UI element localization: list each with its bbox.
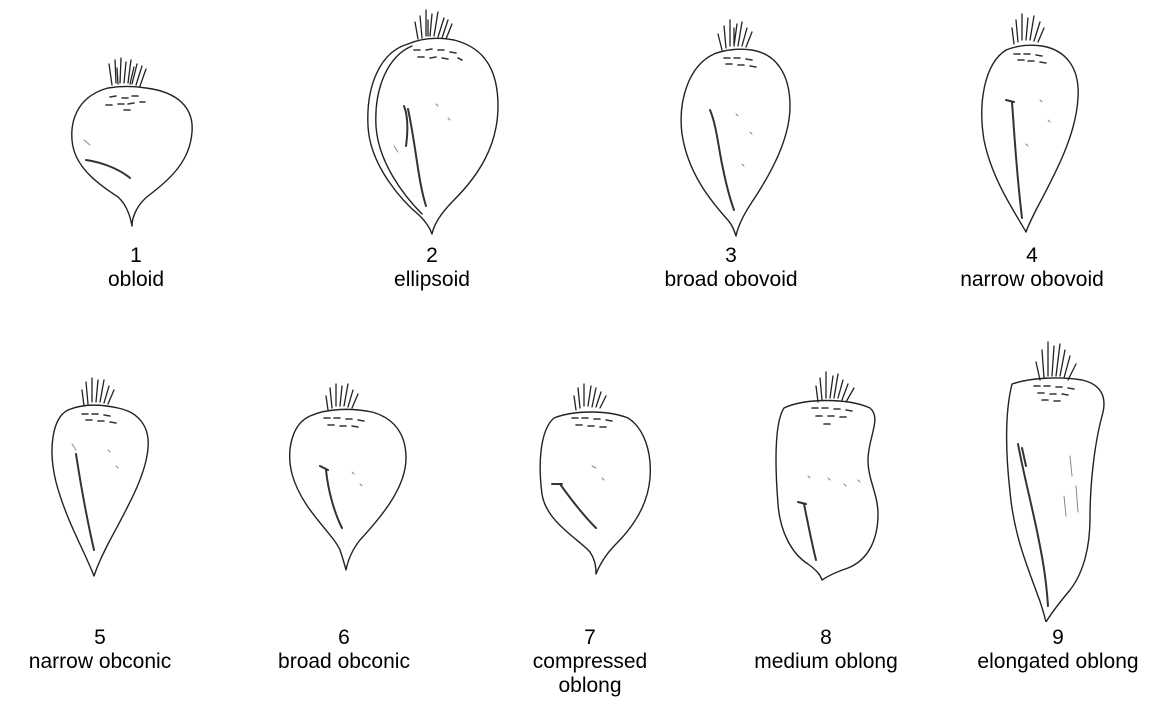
shape-number: 8 [706, 626, 946, 650]
shape-name: broad obconic [224, 650, 464, 674]
shape-label-2: 2 ellipsoid [312, 244, 552, 292]
shape-label-1: 1 obloid [16, 244, 256, 292]
shape-number: 6 [224, 626, 464, 650]
shape-name: ellipsoid [312, 268, 552, 292]
shape-label-6: 6 broad obconic [224, 626, 464, 674]
shape-label-5: 5 narrow obconic [0, 626, 220, 674]
shape-label-3: 3 broad obovoid [611, 244, 851, 292]
shape-name: narrow obovoid [912, 268, 1152, 292]
root-drawing-obloid [60, 50, 210, 235]
root-drawing-narrow-obconic [38, 370, 168, 580]
root-drawing-narrow-obovoid [966, 8, 1096, 244]
shape-name: compressed oblong [510, 650, 670, 698]
shape-name: elongated oblong [938, 650, 1168, 674]
root-drawing-elongated-oblong [994, 336, 1124, 622]
root-drawing-broad-obconic [276, 374, 416, 580]
shape-number: 5 [0, 626, 220, 650]
shape-label-9: 9 elongated oblong [938, 626, 1168, 674]
shape-name: medium oblong [706, 650, 946, 674]
shape-name: broad obovoid [611, 268, 851, 292]
root-drawing-compressed-oblong [524, 374, 664, 584]
shape-name: obloid [16, 268, 256, 292]
root-drawing-ellipsoid [358, 6, 508, 241]
shape-number: 1 [16, 244, 256, 268]
shape-label-8: 8 medium oblong [706, 626, 946, 674]
root-drawing-broad-obovoid [668, 14, 808, 244]
shape-number: 2 [312, 244, 552, 268]
shape-label-7: 7 compressed oblong [510, 626, 670, 698]
shape-number: 9 [938, 626, 1168, 650]
shape-number: 4 [912, 244, 1152, 268]
shape-name: narrow obconic [0, 650, 220, 674]
root-drawing-medium-oblong [764, 364, 904, 586]
shape-label-4: 4 narrow obovoid [912, 244, 1152, 292]
shape-number: 7 [510, 626, 670, 650]
shape-number: 3 [611, 244, 851, 268]
